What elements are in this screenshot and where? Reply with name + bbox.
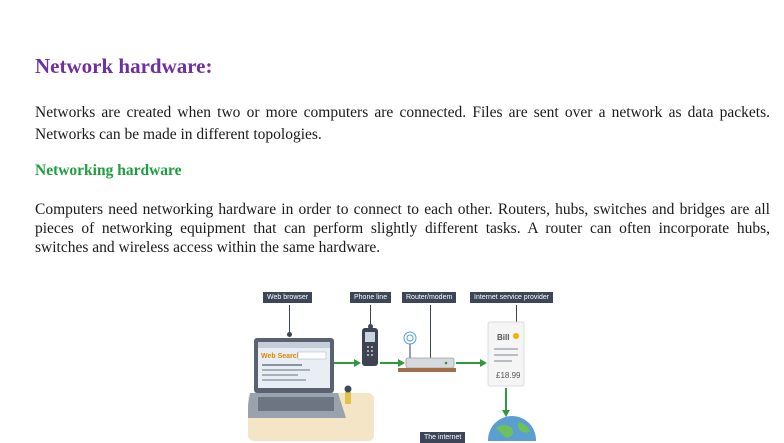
label-phone-line: Phone line (350, 292, 392, 303)
arrow-icon (354, 359, 361, 367)
screen-search-text: Web Search (261, 353, 301, 360)
label-internet: The internet (420, 432, 466, 443)
label-pointer (287, 305, 292, 337)
label-isp: Internet service provider (470, 292, 554, 303)
label-pointer (368, 305, 373, 329)
arrow-icon (480, 359, 487, 367)
body-paragraph: Computers need networking hardware in or… (35, 201, 770, 256)
arrow-icon (398, 359, 405, 367)
wifi-icon (403, 331, 417, 345)
arrow-icon (502, 410, 510, 417)
section-heading: Networking hardware (35, 162, 182, 179)
label-router: Router/modem (402, 292, 457, 303)
label-web-browser: Web browser (263, 292, 313, 303)
page-title: Network hardware: (35, 54, 213, 78)
diagram-graphics: Web Search Bill (248, 321, 536, 441)
bill-title: Bill (497, 333, 509, 342)
small-figure (345, 392, 351, 404)
network-diagram: Web browser Phone line Router/modem Inte… (248, 288, 558, 443)
bill-amount: £18.99 (496, 371, 521, 380)
intro-paragraph: Networks are created when two or more co… (35, 104, 770, 143)
